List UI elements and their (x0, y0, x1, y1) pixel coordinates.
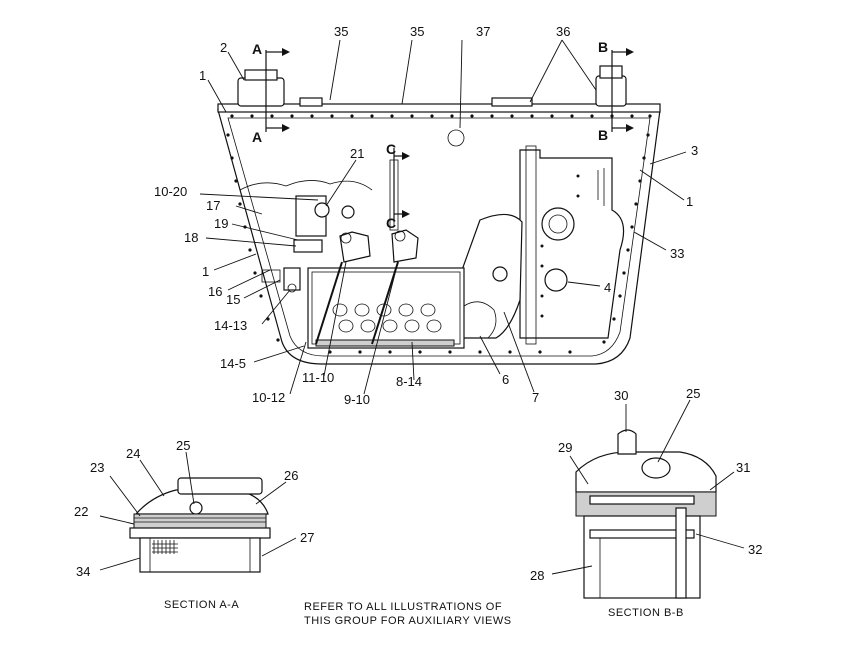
section-a-caption: SECTION A-A (164, 599, 239, 611)
section-a-a-view (129, 477, 271, 573)
top-bolts (230, 114, 652, 118)
callout-4: 4 (604, 280, 611, 295)
section-cut-markers (265, 48, 634, 222)
section-a-callout-24: 24 (126, 446, 140, 461)
callout-37: 37 (476, 24, 490, 39)
auxiliary-note-line-1: REFER TO ALL ILLUSTRATIONS OF (304, 601, 502, 613)
callout-17: 17 (206, 198, 220, 213)
bottom-bolts (328, 350, 572, 354)
callout-6: 6 (502, 372, 509, 387)
callout-18: 18 (184, 230, 198, 245)
callout-14-5: 14-5 (220, 356, 246, 371)
callout-19: 19 (214, 216, 228, 231)
callout-9-10: 9-10 (344, 392, 370, 407)
section-b-b-view (575, 429, 717, 599)
callout-35-left: 35 (334, 24, 348, 39)
callout-15: 15 (226, 292, 240, 307)
section-b-caption: SECTION B-B (608, 607, 684, 619)
plate-bolts (540, 174, 580, 318)
section-b-callout-30: 30 (614, 388, 628, 403)
section-a-leaders (99, 451, 297, 571)
callout-1-right: 1 (686, 194, 693, 209)
callout-8-14: 8-14 (396, 374, 422, 389)
section-mark-a-bottom: A (252, 129, 262, 145)
section-mark-b-bottom: B (598, 127, 608, 143)
section-a-callout-27: 27 (300, 530, 314, 545)
right-bolts (602, 133, 650, 344)
callout-7: 7 (532, 390, 539, 405)
tank-assembly (217, 65, 661, 365)
section-b-callout-25: 25 (686, 386, 700, 401)
section-b-callout-28: 28 (530, 568, 544, 583)
section-a-callout-34: 34 (76, 564, 90, 579)
callout-1-left: 1 (202, 264, 209, 279)
callout-3: 3 (691, 143, 698, 158)
callout-11-10: 11-10 (302, 370, 334, 385)
callout-10-20: 10-20 (154, 184, 187, 199)
section-b-callout-32: 32 (748, 542, 762, 557)
callout-14-13: 14-13 (214, 318, 247, 333)
auxiliary-note-line-2: THIS GROUP FOR AUXILIARY VIEWS (304, 615, 512, 627)
section-b-callout-31: 31 (736, 460, 750, 475)
section-a-callout-25: 25 (176, 438, 190, 453)
section-a-callout-23: 23 (90, 460, 104, 475)
callout-10-12: 10-12 (252, 390, 285, 405)
callout-33: 33 (670, 246, 684, 261)
callout-21: 21 (350, 146, 364, 161)
callout-36: 36 (556, 24, 570, 39)
left-bolts (226, 133, 280, 342)
section-b-callout-29: 29 (558, 440, 572, 455)
callout-16: 16 (208, 284, 222, 299)
section-mark-c-top: C (386, 141, 396, 157)
section-mark-b-top: B (598, 39, 608, 55)
section-mark-c-bottom: C (386, 215, 396, 231)
callout-35-right: 35 (410, 24, 424, 39)
section-mark-a-top: A (252, 41, 262, 57)
leader-lines (199, 39, 687, 395)
callout-1-top-left: 1 (199, 68, 206, 83)
basket-holes (332, 303, 442, 333)
section-a-callout-22: 22 (74, 504, 88, 519)
section-a-callout-26: 26 (284, 468, 298, 483)
screen-mesh (152, 540, 178, 554)
callout-2: 2 (220, 40, 227, 55)
section-b-leaders (551, 399, 745, 575)
